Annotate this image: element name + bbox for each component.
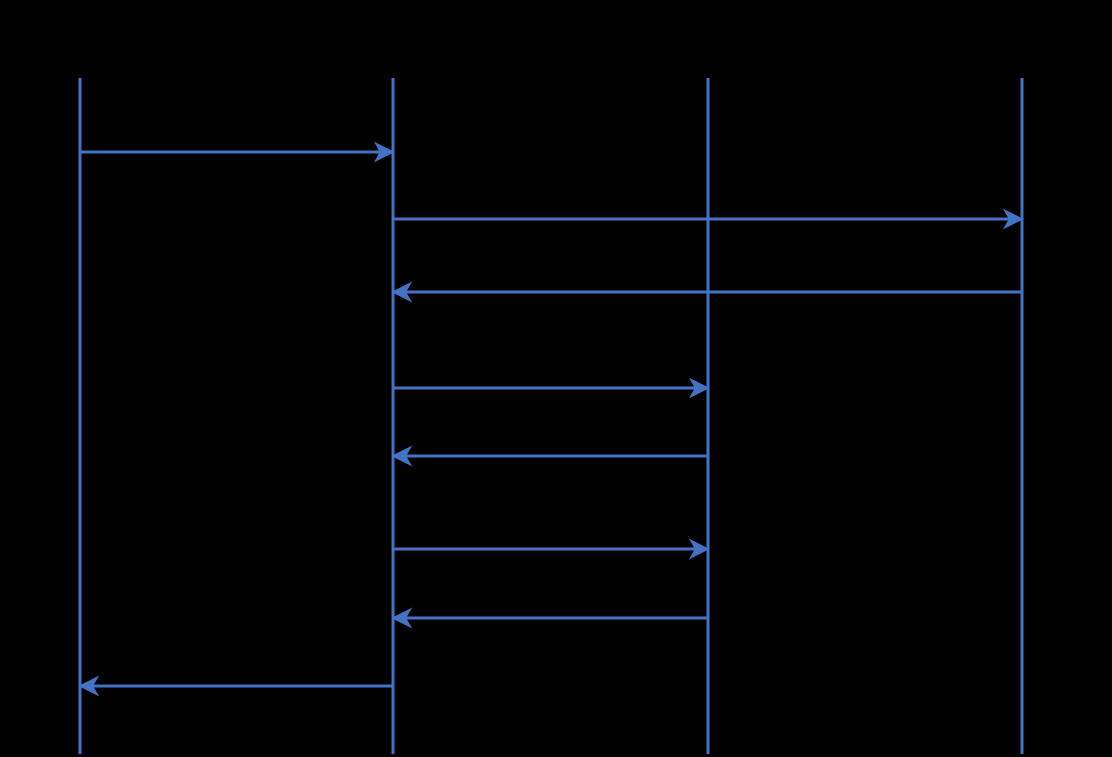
sequence-diagram	[78, 78, 1024, 754]
sequence-diagram-canvas	[78, 78, 1024, 754]
